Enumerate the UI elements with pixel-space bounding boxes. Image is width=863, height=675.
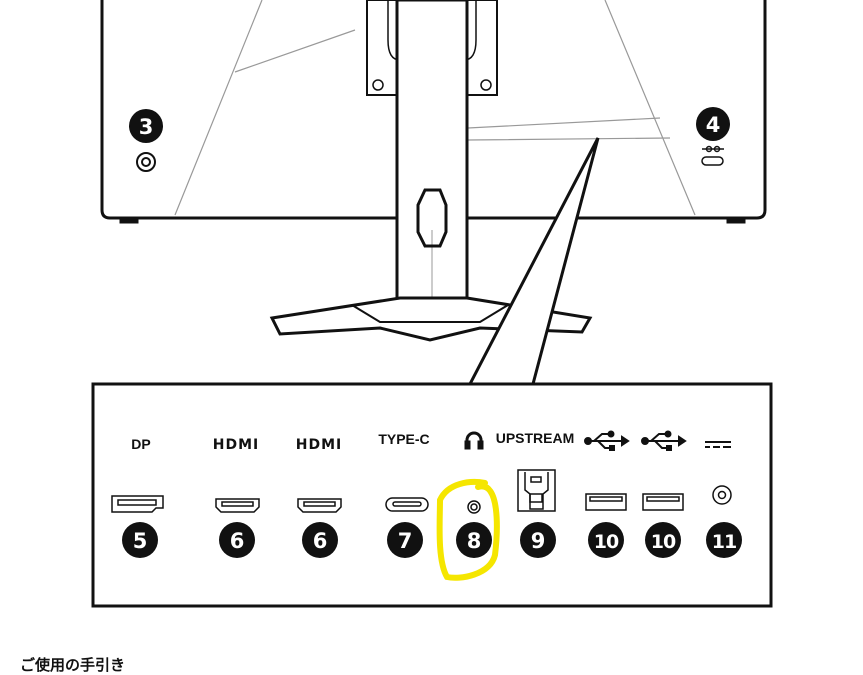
usb-a-port-1 <box>585 493 627 511</box>
port-label-type-c: TYPE-C <box>378 431 429 447</box>
badge-3: 3 <box>129 109 163 143</box>
badge-9: 9 <box>520 522 556 558</box>
usb-a-port-2 <box>642 493 684 511</box>
monitor-back <box>100 0 767 385</box>
usb-icon <box>584 430 630 451</box>
dp-port <box>111 495 164 513</box>
audio-jack-side <box>136 152 156 172</box>
badge-5: 5 <box>122 522 158 558</box>
dc-jack <box>712 485 732 505</box>
svg-text:10: 10 <box>594 531 619 553</box>
svg-text:11: 11 <box>712 531 736 553</box>
svg-text:9: 9 <box>531 529 546 553</box>
port-label-upstream: UPSTREAM <box>496 430 575 446</box>
port-shapes <box>111 469 732 514</box>
badge-4: 4 <box>696 107 730 141</box>
usb-b-port <box>517 469 556 512</box>
port-label-dp: DP <box>131 436 150 452</box>
hdmi-port-1 <box>215 498 260 513</box>
section-heading: ご使用の手引き <box>20 656 126 674</box>
svg-text:8: 8 <box>467 529 482 553</box>
badge-10: 10 <box>588 522 624 558</box>
svg-text:6: 6 <box>230 529 245 553</box>
svg-text:5: 5 <box>133 529 148 553</box>
headphone-icon <box>464 431 484 450</box>
badge-7: 7 <box>387 522 423 558</box>
svg-text:3: 3 <box>139 115 154 139</box>
kensington-lock-icon <box>701 145 724 166</box>
svg-text:6: 6 <box>313 529 328 553</box>
highlight-circle <box>436 479 500 581</box>
port-label-hdmi-2: HDMI <box>296 437 342 453</box>
dc-power-icon <box>705 441 731 448</box>
badge-6: 6 <box>219 522 255 558</box>
type-c-port <box>385 497 429 512</box>
badge-10: 10 <box>645 522 681 558</box>
hdmi-port-2 <box>297 498 342 513</box>
badge-8: 8 <box>456 522 492 558</box>
port-panel <box>91 382 773 608</box>
svg-text:10: 10 <box>651 531 676 553</box>
port-label-hdmi-1: HDMI <box>213 437 259 453</box>
svg-text:4: 4 <box>706 113 721 137</box>
headphone-jack <box>467 500 481 514</box>
badge-6: 6 <box>302 522 338 558</box>
svg-text:7: 7 <box>398 529 413 553</box>
usb-icon <box>641 430 687 451</box>
badge-11: 11 <box>706 522 742 558</box>
